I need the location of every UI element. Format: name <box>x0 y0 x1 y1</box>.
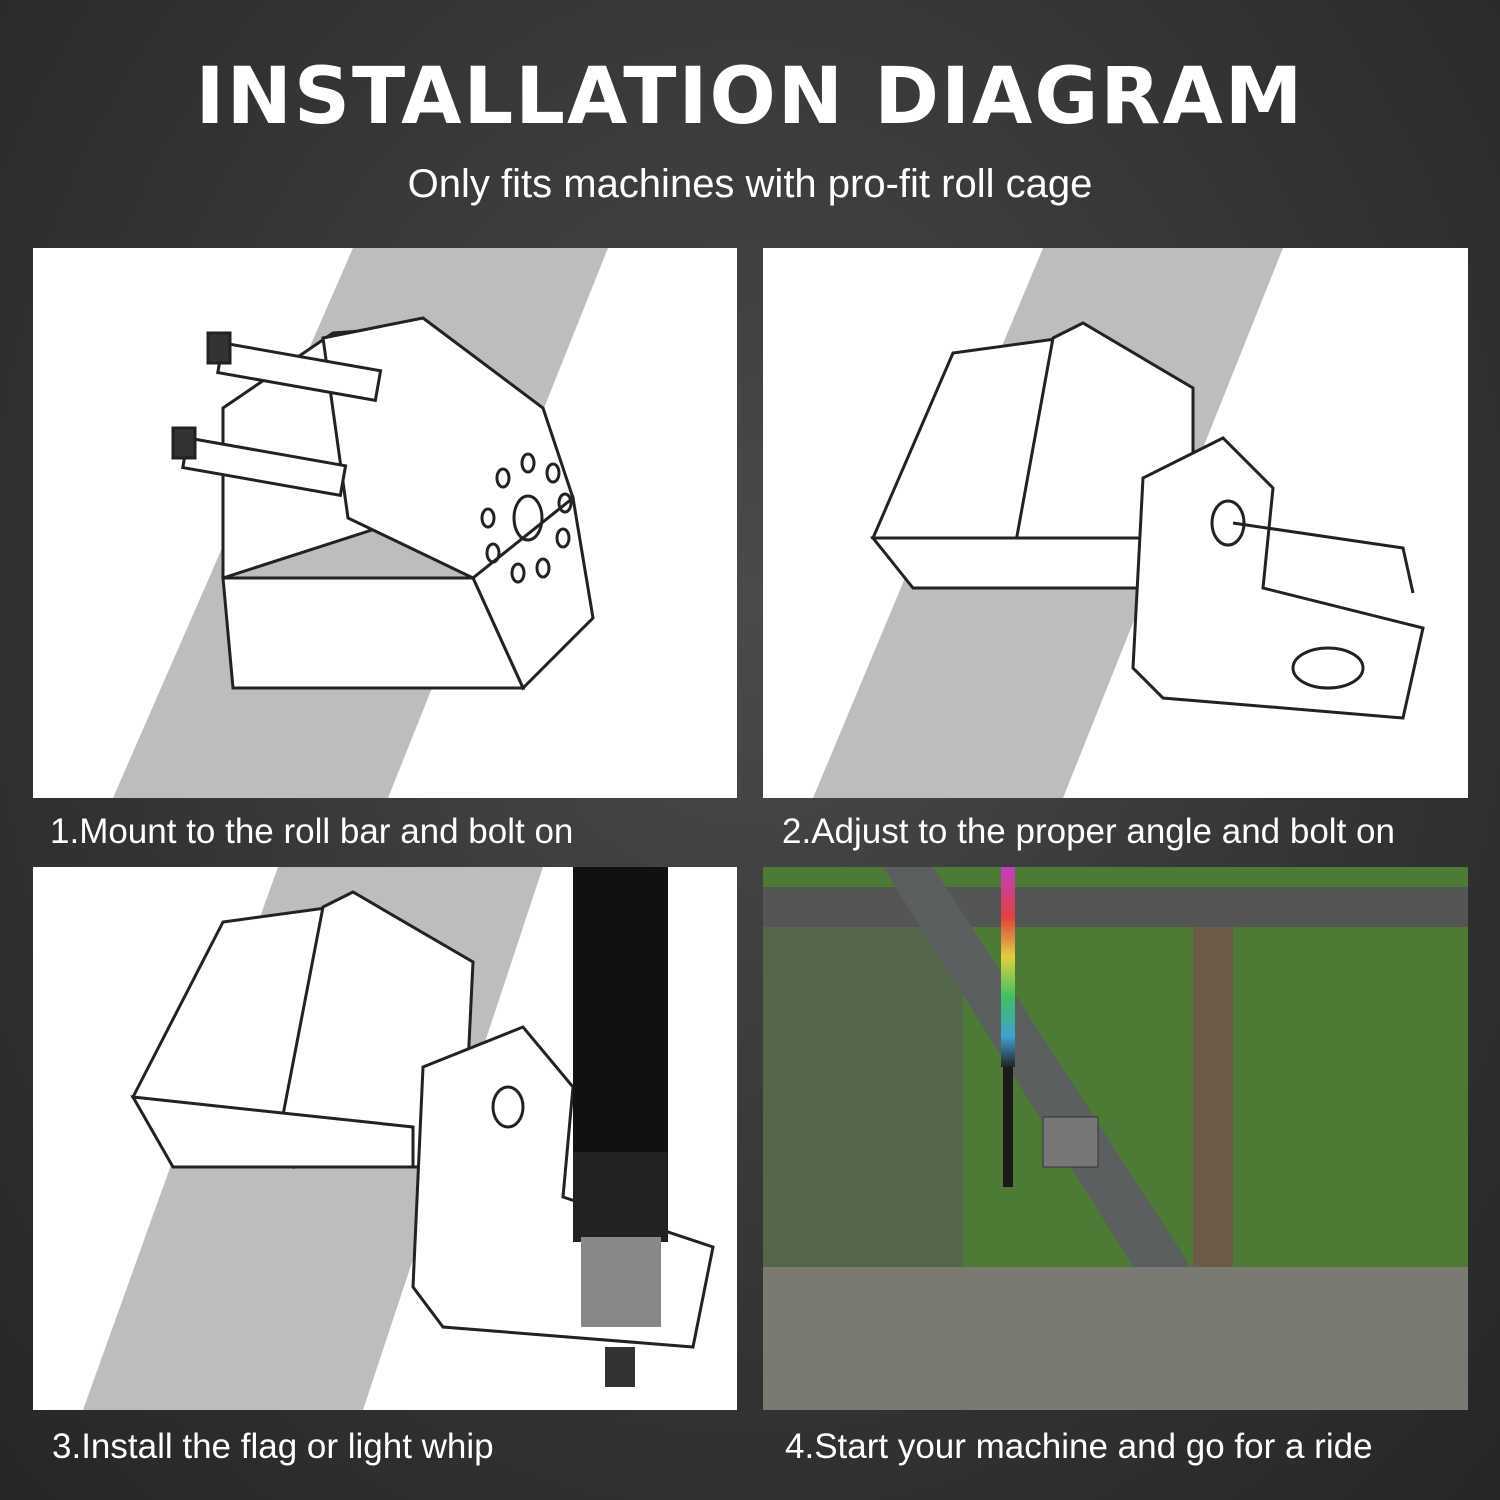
step-3-caption: 3.Install the flag or light whip <box>52 1427 494 1466</box>
step-2-illustration <box>763 248 1468 798</box>
whip-thread <box>573 1152 668 1242</box>
mount-bracket <box>1042 1116 1099 1168</box>
light-whip <box>573 867 668 1157</box>
step-1-caption: 1.Mount to the roll bar and bolt on <box>50 812 574 851</box>
step-4-photo <box>763 867 1468 1410</box>
led-holes <box>480 452 573 584</box>
whip-base <box>581 1237 661 1327</box>
clamp-bracket <box>221 316 595 691</box>
nut <box>605 1347 635 1387</box>
clamp-bracket <box>869 321 1425 720</box>
bolt-icons <box>171 331 383 498</box>
page-title: INSTALLATION DIAGRAM <box>195 52 1305 142</box>
step-1-illustration <box>33 248 737 798</box>
seat-area <box>763 1267 1468 1410</box>
roof-bar <box>763 887 1468 927</box>
step-3-illustration <box>33 867 737 1410</box>
page-subtitle: Only fits machines with pro-fit roll cag… <box>407 162 1093 206</box>
step-4-caption: 4.Start your machine and go for a ride <box>785 1427 1373 1466</box>
step-2-caption: 2.Adjust to the proper angle and bolt on <box>782 812 1395 851</box>
light-whip <box>1001 867 1015 1067</box>
clamp-bracket <box>130 890 715 1349</box>
tree-trunk <box>1193 927 1233 1327</box>
